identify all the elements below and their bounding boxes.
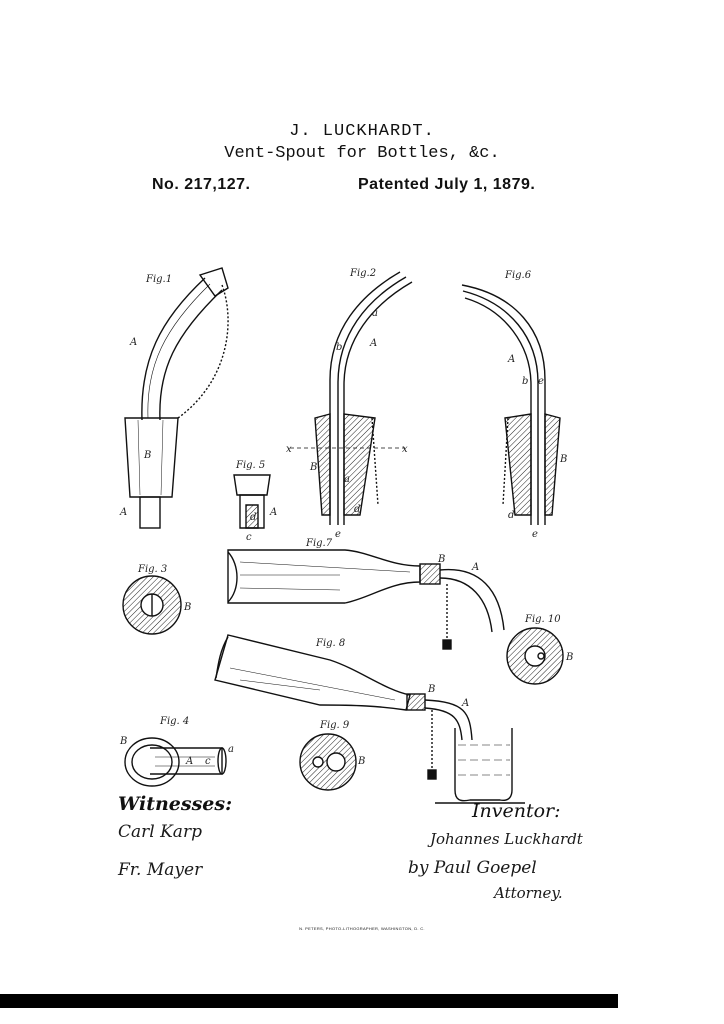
figure-4: Fig. 4 B A c a [119, 716, 234, 787]
witnesses-heading: Witnesses: [118, 793, 233, 815]
fig-6-label: Fig.6 [504, 270, 532, 281]
figure-3: Fig. 3 B [122, 564, 191, 635]
ref-letter: B [119, 736, 127, 747]
ref-letter: x [286, 444, 292, 455]
figure-10: Fig. 10 B [506, 614, 573, 685]
scan-border-bar [0, 994, 618, 1008]
ref-letter: d [508, 510, 514, 521]
ref-letter: A [369, 338, 377, 349]
ref-letter: a [372, 308, 378, 319]
ref-letter: B [143, 450, 151, 461]
fig-2-label: Fig.2 [349, 268, 376, 279]
witness-signature-1: Carl Karp [118, 822, 202, 842]
ref-letter: x [402, 444, 408, 455]
ref-letter: c [246, 532, 252, 543]
witness-signature-2: Fr. Mayer [118, 860, 203, 880]
lithographer-credit: N. PETERS, PHOTO-LITHOGRAPHER, WASHINGTO… [299, 926, 425, 931]
patent-number: No. 217,127. [152, 176, 251, 193]
fig-5-label: Fig. 5 [235, 460, 265, 471]
ref-letter: B [437, 554, 445, 565]
patent-title: Vent-Spout for Bottles, &c. [224, 144, 500, 163]
fig-1-label: Fig.1 [145, 274, 172, 285]
ref-letter: A [129, 337, 137, 348]
ref-letter: a [344, 474, 350, 485]
ref-letter: A [471, 562, 479, 573]
figure-2: Fig.2 a b A x x B a d e [286, 268, 413, 540]
fig-10-label: Fig. 10 [524, 614, 561, 625]
fig-3-label: Fig. 3 [137, 564, 167, 575]
attorney-signature: by Paul Goepel [408, 858, 537, 878]
ref-letter: A [185, 756, 193, 767]
figure-8: Fig. 8 B A [214, 634, 525, 804]
ref-letter: b [336, 342, 342, 353]
figure-5: Fig. 5 d A c [233, 460, 277, 543]
ref-letter: B [427, 684, 435, 695]
fig-4-label: Fig. 4 [159, 716, 189, 727]
ref-letter: A [119, 507, 127, 518]
ref-letter: A [269, 507, 277, 518]
ref-letter: d [354, 504, 360, 515]
ref-letter: e [532, 529, 538, 540]
patentee-name: J. LUCKHARDT. [289, 122, 435, 141]
attorney-label: Attorney. [494, 884, 563, 902]
ref-letter: B [309, 462, 317, 473]
ref-letter: A [507, 354, 515, 365]
inventor-heading: Inventor: [472, 800, 561, 822]
ref-letter: a [228, 744, 234, 755]
ref-letter: c [205, 756, 211, 767]
ref-letter: B [183, 602, 191, 613]
ref-letter: d [250, 512, 256, 523]
ref-letter: B [565, 652, 573, 663]
figure-7: Fig.7 B A [227, 538, 505, 650]
ref-letter: e [335, 529, 341, 540]
figure-1: Fig.1 A B A [119, 267, 229, 529]
ref-letter: b [522, 376, 528, 387]
ref-letter: B [559, 454, 567, 465]
ref-letter: B [357, 756, 365, 767]
inventor-signature: Johannes Luckhardt [430, 830, 583, 848]
ref-letter: e [538, 376, 544, 387]
patent-date: Patented July 1, 1879. [358, 176, 536, 193]
ref-letter: A [461, 698, 469, 709]
fig-8-label: Fig. 8 [315, 638, 345, 649]
figure-9: Fig. 9 B [299, 720, 365, 791]
figure-6: Fig.6 A b e B d e [461, 270, 567, 540]
fig-9-label: Fig. 9 [319, 720, 350, 731]
fig-7-label: Fig.7 [305, 538, 333, 549]
